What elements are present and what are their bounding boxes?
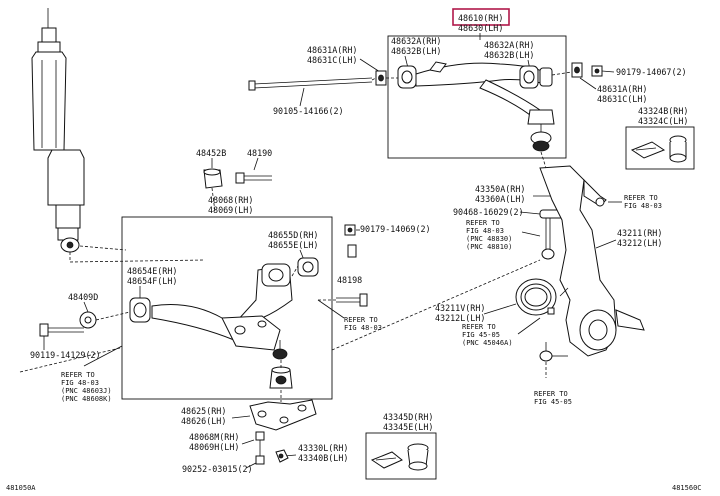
nut-43330l[interactable] bbox=[275, 449, 289, 463]
nut-90252[interactable] bbox=[255, 455, 265, 465]
nut-48631a-right[interactable] bbox=[571, 62, 583, 78]
part-48631c-right[interactable]: 48631C(LH) bbox=[597, 94, 647, 104]
ref-45-05-b[interactable]: FIG 45-05 bbox=[462, 331, 500, 339]
lower-boot-kit-box bbox=[365, 432, 437, 480]
ref-48-03-knuckle-b[interactable]: FIG 48-03 bbox=[466, 227, 504, 235]
part-90252[interactable]: 90252-03015(2) bbox=[182, 464, 253, 474]
nut-48631a-left[interactable] bbox=[375, 70, 387, 86]
lower-control-arm[interactable] bbox=[151, 263, 293, 360]
part-90105[interactable]: 90105-14166(2) bbox=[273, 106, 344, 116]
part-48068m[interactable]: 48068M(RH) bbox=[189, 432, 239, 442]
part-43350a[interactable]: 43350A(RH) bbox=[475, 184, 525, 194]
ref-48-03-right-a[interactable]: REFER TO bbox=[624, 194, 658, 202]
ref-45-05-c[interactable]: (PNC 45046A) bbox=[462, 339, 513, 347]
part-48190[interactable]: 48190 bbox=[247, 148, 272, 158]
part-90468[interactable]: 90468-16029(2) bbox=[453, 207, 524, 217]
boot-kit-43324[interactable] bbox=[630, 135, 687, 163]
part-48198[interactable]: 48198 bbox=[337, 275, 362, 285]
nut-90179-top[interactable] bbox=[591, 65, 603, 77]
dust-seal-43211v[interactable] bbox=[515, 278, 557, 316]
part-43345d[interactable]: 43345D(RH) bbox=[383, 412, 433, 422]
part-48452b[interactable]: 48452B bbox=[196, 148, 226, 158]
tie-rod-end[interactable] bbox=[539, 342, 568, 362]
cam-48409d[interactable] bbox=[79, 311, 97, 329]
ball-joint-boot[interactable] bbox=[269, 366, 293, 389]
bolt-90119[interactable] bbox=[39, 323, 84, 337]
part-90119[interactable]: 90119-14129(2) bbox=[30, 350, 101, 360]
ref-48-03-bottom-b[interactable]: FIG 48-03 bbox=[61, 379, 99, 387]
bolt-48198[interactable] bbox=[336, 293, 368, 307]
bolt-48068m[interactable] bbox=[255, 431, 265, 456]
bolt-seal-small[interactable] bbox=[547, 307, 555, 315]
part-43324b[interactable]: 43324B(RH) bbox=[638, 106, 688, 116]
part-48625[interactable]: 48625(RH) bbox=[181, 406, 226, 416]
part-48630[interactable]: 48630(LH) bbox=[458, 23, 503, 33]
part-48409d[interactable]: 48409D bbox=[68, 292, 98, 302]
part-43212[interactable]: 43212(LH) bbox=[617, 238, 662, 248]
ref-48-03-knuckle-a[interactable]: REFER TO bbox=[466, 219, 500, 227]
part-43330l[interactable]: 43330L(RH) bbox=[298, 443, 348, 453]
bracket-48625[interactable] bbox=[249, 399, 317, 431]
boot-kit-box bbox=[625, 126, 695, 170]
ref-45-05-a[interactable]: REFER TO bbox=[462, 323, 496, 331]
ref-48-03-bottom-c[interactable]: (PNC 48603J) bbox=[61, 387, 112, 395]
corner-caption-right: 481560C bbox=[672, 484, 702, 492]
part-90179-top[interactable]: 90179-14067(2) bbox=[616, 67, 687, 77]
upper-arm-box bbox=[387, 35, 567, 159]
part-43360a[interactable]: 43360A(LH) bbox=[475, 194, 525, 204]
part-43212l[interactable]: 43212L(LH) bbox=[435, 313, 485, 323]
upper-control-arm[interactable] bbox=[397, 61, 555, 152]
ref-48-03-mid-a[interactable]: REFER TO bbox=[344, 316, 378, 324]
ref-48-03-bottom-a[interactable]: REFER TO bbox=[61, 371, 95, 379]
ref-45-05-right-a[interactable]: REFER TO bbox=[534, 390, 568, 398]
part-48626[interactable]: 48626(LH) bbox=[181, 416, 226, 426]
bushing-48655d[interactable] bbox=[297, 257, 319, 277]
highlight-box bbox=[452, 8, 510, 26]
part-43340b[interactable]: 43340B(LH) bbox=[298, 453, 348, 463]
ref-48-03-bottom-d[interactable]: (PNC 48608K) bbox=[61, 395, 112, 403]
bump-stopper-48452b[interactable] bbox=[203, 168, 223, 189]
part-48654f[interactable]: 48654F(LH) bbox=[127, 276, 177, 286]
ref-48-03-right-b[interactable]: FIG 48-03 bbox=[624, 202, 662, 210]
part-43345e[interactable]: 43345E(LH) bbox=[383, 422, 433, 432]
bolt-90105[interactable] bbox=[248, 77, 373, 91]
boot-kit-43345[interactable] bbox=[370, 443, 429, 471]
part-48632a-left[interactable]: 48632A(RH) bbox=[391, 36, 441, 46]
part-90179-mid[interactable]: 90179-14069(2) bbox=[360, 224, 431, 234]
part-43211[interactable]: 43211(RH) bbox=[617, 228, 662, 238]
part-48068[interactable]: 48068(RH) bbox=[208, 195, 253, 205]
lower-arm-box bbox=[121, 216, 333, 400]
part-48631c-top[interactable]: 48631C(LH) bbox=[307, 55, 357, 65]
shock-absorber[interactable] bbox=[31, 8, 206, 263]
part-48610[interactable]: 48610(RH) bbox=[458, 13, 503, 23]
ref-45-05-right-b[interactable]: FIG 45-05 bbox=[534, 398, 572, 406]
ref-48-03-mid-b[interactable]: FIG 48-03 bbox=[344, 324, 382, 332]
part-48654e[interactable]: 48654E(RH) bbox=[127, 266, 177, 276]
part-48631a-right[interactable]: 48631A(RH) bbox=[597, 84, 647, 94]
part-48069h[interactable]: 48069H(LH) bbox=[189, 442, 239, 452]
part-43211v[interactable]: 43211V(RH) bbox=[435, 303, 485, 313]
nut-90179-mid[interactable] bbox=[344, 224, 356, 236]
bushing-48654e[interactable] bbox=[129, 297, 151, 323]
nut-small-mid[interactable] bbox=[347, 244, 357, 258]
part-48632b-left[interactable]: 48632B(LH) bbox=[391, 46, 441, 56]
part-48632b-right[interactable]: 48632B(LH) bbox=[484, 50, 534, 60]
part-48655e[interactable]: 48655E(LH) bbox=[268, 240, 318, 250]
bolt-48190[interactable] bbox=[235, 172, 272, 184]
ref-48-03-knuckle-d[interactable]: (PNC 48810) bbox=[466, 243, 512, 251]
part-48631a-top[interactable]: 48631A(RH) bbox=[307, 45, 357, 55]
part-43324c[interactable]: 43324C(LH) bbox=[638, 116, 688, 126]
part-48632a-right[interactable]: 48632A(RH) bbox=[484, 40, 534, 50]
steering-knuckle[interactable] bbox=[539, 165, 645, 357]
part-48655d[interactable]: 48655D(RH) bbox=[268, 230, 318, 240]
corner-caption-left: 481050A bbox=[6, 484, 36, 492]
ref-48-03-knuckle-c[interactable]: (PNC 48830) bbox=[466, 235, 512, 243]
part-48069[interactable]: 48069(LH) bbox=[208, 205, 253, 215]
